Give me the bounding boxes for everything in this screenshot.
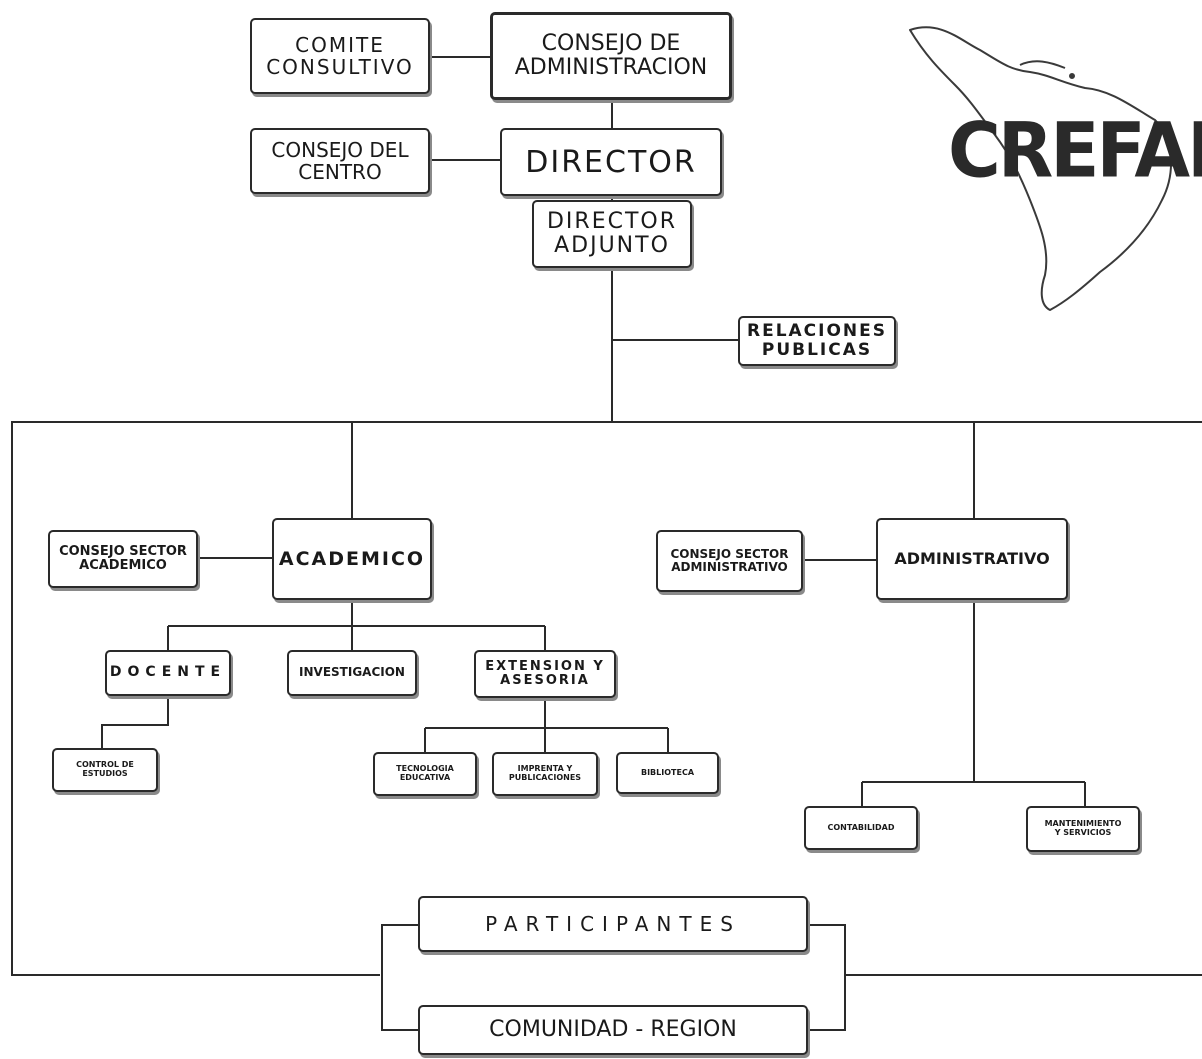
investigacion-box: INVESTIGACION bbox=[287, 650, 417, 696]
consejo-sector-administrativo-box: CONSEJO SECTOR ADMINISTRATIVO bbox=[656, 530, 803, 592]
docente-box: DOCENTE bbox=[105, 650, 231, 696]
consejo-administracion-box: CONSEJO DE ADMINISTRACION bbox=[490, 12, 732, 100]
comunidad-region-box: COMUNIDAD - REGION bbox=[418, 1005, 808, 1055]
biblioteca-box: BIBLIOTECA bbox=[616, 752, 719, 794]
consejo-sector-academico-box: CONSEJO SECTOR ACADEMICO bbox=[48, 530, 198, 588]
director-adjunto-box: DIRECTOR ADJUNTO bbox=[532, 200, 692, 268]
logo-wordmark: CREFAL bbox=[948, 105, 1202, 195]
latin-america-map-icon bbox=[909, 26, 1172, 311]
academico-box: ACADEMICO bbox=[272, 518, 432, 600]
extension-asesoria-box: EXTENSION Y ASESORIA bbox=[474, 650, 616, 698]
mantenimiento-servicios-box: MANTENIMIENTO Y SERVICIOS bbox=[1026, 806, 1140, 852]
tecnologia-educativa-box: TECNOLOGIA EDUCATIVA bbox=[373, 752, 477, 796]
director-box: DIRECTOR bbox=[500, 128, 722, 196]
participantes-box: PARTICIPANTES bbox=[418, 896, 808, 952]
imprenta-publicaciones-box: IMPRENTA Y PUBLICACIONES bbox=[492, 752, 598, 796]
consejo-del-centro-box: CONSEJO DEL CENTRO bbox=[250, 128, 430, 194]
control-estudios-box: CONTROL DE ESTUDIOS bbox=[52, 748, 158, 792]
administrativo-box: ADMINISTRATIVO bbox=[876, 518, 1068, 600]
relaciones-publicas-box: RELACIONES PUBLICAS bbox=[738, 316, 896, 366]
comite-consultivo-box: COMITE CONSULTIVO bbox=[250, 18, 430, 94]
contabilidad-box: CONTABILIDAD bbox=[804, 806, 918, 850]
